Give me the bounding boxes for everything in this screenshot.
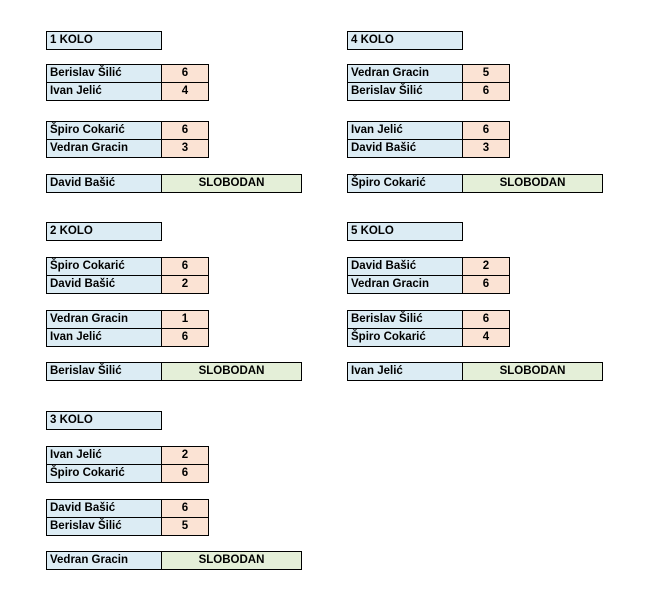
round-title: 2 KOLO — [46, 222, 162, 241]
player-name: Špiro Cokarić — [347, 328, 463, 347]
match-2: Vedran Gracin 1 Ivan Jelić 6 — [46, 310, 216, 348]
bye-label: SLOBODAN — [462, 174, 603, 193]
bye-player: Špiro Cokarić — [347, 174, 463, 193]
player-name: Ivan Jelić — [46, 446, 162, 465]
match-1: Vedran Gracin 5 Berislav Šilić 6 — [347, 64, 517, 102]
player-name: David Bašić — [46, 499, 162, 518]
player-score: 1 — [161, 310, 209, 329]
bye-player: Ivan Jelić — [347, 362, 463, 381]
match-2: Ivan Jelić 6 David Bašić 3 — [347, 121, 517, 159]
player-score: 6 — [161, 499, 209, 518]
player-score: 4 — [161, 82, 209, 101]
match-1: Špiro Cokarić 6 David Bašić 2 — [46, 257, 216, 295]
round-title: 5 KOLO — [347, 222, 463, 241]
player-score: 2 — [161, 275, 209, 294]
match-1: Berislav Šilić 6 Ivan Jelić 4 — [46, 64, 216, 102]
player-name: Vedran Gracin — [347, 64, 463, 83]
round-title: 3 KOLO — [46, 411, 162, 430]
player-score: 6 — [462, 310, 510, 329]
player-name: David Bašić — [347, 257, 463, 276]
player-name: David Bašić — [347, 139, 463, 158]
player-score: 3 — [462, 139, 510, 158]
player-name: Špiro Cokarić — [46, 257, 162, 276]
player-score: 6 — [161, 64, 209, 83]
bye-player: Vedran Gracin — [46, 551, 162, 570]
player-score: 2 — [462, 257, 510, 276]
player-name: Vedran Gracin — [347, 275, 463, 294]
player-name: David Bašić — [46, 275, 162, 294]
bye-row: Vedran Gracin SLOBODAN — [46, 551, 306, 571]
bye-row: Ivan Jelić SLOBODAN — [347, 362, 607, 382]
player-score: 6 — [462, 82, 510, 101]
bye-row: Berislav Šilić SLOBODAN — [46, 362, 306, 382]
player-name: Ivan Jelić — [46, 328, 162, 347]
player-score: 3 — [161, 139, 209, 158]
player-name: Berislav Šilić — [347, 82, 463, 101]
player-name: Ivan Jelić — [46, 82, 162, 101]
player-score: 2 — [161, 446, 209, 465]
player-score: 6 — [462, 121, 510, 140]
match-2: David Bašić 6 Berislav Šilić 5 — [46, 499, 216, 537]
bye-label: SLOBODAN — [462, 362, 603, 381]
player-score: 6 — [161, 328, 209, 347]
player-score: 5 — [161, 517, 209, 536]
round-title: 1 KOLO — [46, 31, 162, 50]
player-score: 6 — [161, 121, 209, 140]
bye-label: SLOBODAN — [161, 551, 302, 570]
player-name: Špiro Cokarić — [46, 464, 162, 483]
match-1: Ivan Jelić 2 Špiro Cokarić 6 — [46, 446, 216, 484]
bye-player: Berislav Šilić — [46, 362, 162, 381]
player-name: Vedran Gracin — [46, 310, 162, 329]
bye-label: SLOBODAN — [161, 174, 302, 193]
bye-label: SLOBODAN — [161, 362, 302, 381]
player-score: 6 — [161, 464, 209, 483]
match-2: Špiro Cokarić 6 Vedran Gracin 3 — [46, 121, 216, 159]
match-2: Berislav Šilić 6 Špiro Cokarić 4 — [347, 310, 517, 348]
player-name: Vedran Gracin — [46, 139, 162, 158]
player-name: Ivan Jelić — [347, 121, 463, 140]
player-name: Berislav Šilić — [46, 517, 162, 536]
player-name: Špiro Cokarić — [46, 121, 162, 140]
player-name: Berislav Šilić — [46, 64, 162, 83]
bye-row: Špiro Cokarić SLOBODAN — [347, 174, 607, 194]
player-score: 6 — [462, 275, 510, 294]
round-title: 4 KOLO — [347, 31, 463, 50]
match-1: David Bašić 2 Vedran Gracin 6 — [347, 257, 517, 295]
bye-row: David Bašić SLOBODAN — [46, 174, 306, 194]
player-score: 4 — [462, 328, 510, 347]
player-score: 6 — [161, 257, 209, 276]
player-score: 5 — [462, 64, 510, 83]
player-name: Berislav Šilić — [347, 310, 463, 329]
bye-player: David Bašić — [46, 174, 162, 193]
